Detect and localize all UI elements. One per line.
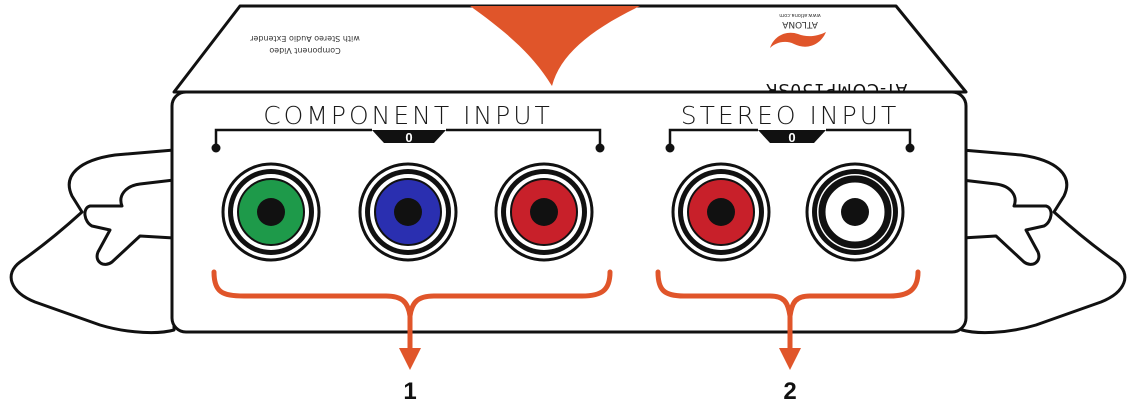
stereo-jack-white[interactable] (805, 162, 905, 262)
stereo-badge (758, 130, 826, 143)
component-callout-arrow (399, 348, 421, 370)
right-mounting-ear (960, 148, 1127, 335)
brand-tagline: www.atlona.com (779, 12, 821, 18)
component-jack-green[interactable] (221, 162, 321, 262)
component-jack-red[interactable] (494, 162, 594, 262)
component-input-section: COMPONENT INPUT 0 (211, 101, 613, 405)
device-description-line2: with Stereo Audio Extender (249, 34, 359, 43)
component-input-title: COMPONENT INPUT (263, 101, 553, 130)
stereo-badge-label: 0 (788, 130, 795, 145)
component-badge-label: 0 (405, 130, 412, 145)
component-callout-number: 1 (403, 378, 416, 405)
brand-name: ATLONA (781, 19, 817, 29)
stereo-callout-arrow (779, 348, 801, 370)
component-jack-blue[interactable] (358, 162, 458, 262)
brand-logo: ATLONA www.atlona.com (770, 12, 826, 48)
stereo-callout-number: 2 (783, 378, 796, 405)
component-badge (372, 130, 446, 143)
device-top: ATLONA www.atlona.com Component Video wi… (172, 4, 968, 99)
stereo-jack-red[interactable] (671, 162, 771, 262)
accent-swoosh (470, 6, 640, 86)
stereo-input-title: STEREO INPUT (681, 101, 899, 130)
device-description-line1: Component Video (269, 46, 341, 55)
left-mounting-ear (9, 148, 176, 335)
stereo-input-section: STEREO INPUT 0 2 (655, 101, 921, 405)
